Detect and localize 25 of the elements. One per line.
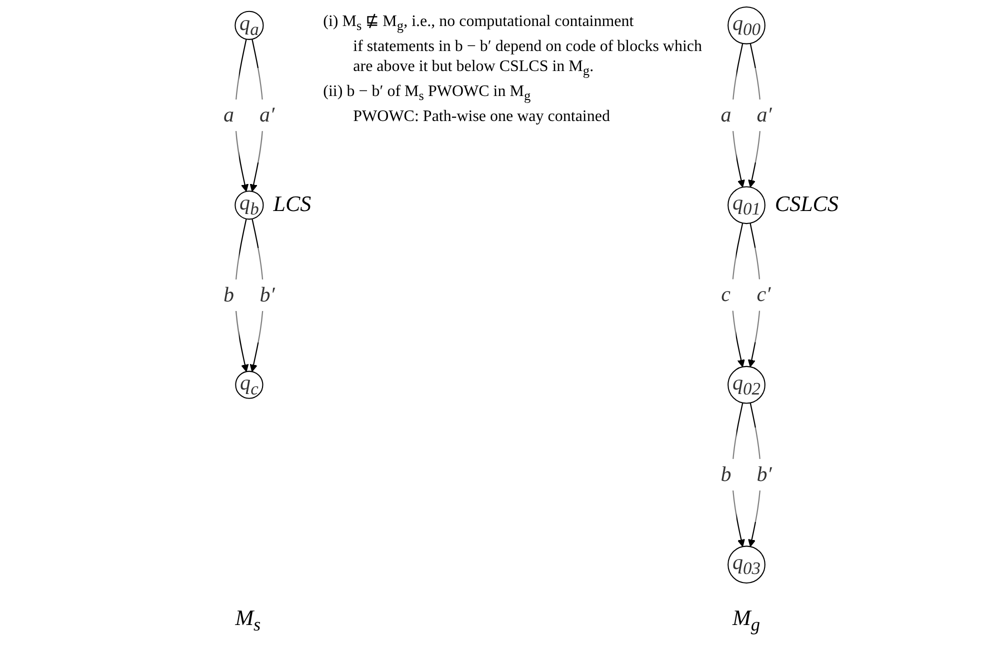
edge-label: c (721, 284, 730, 306)
node-caption: LCS (273, 191, 312, 218)
node-circle: q$_{a}$ (234, 10, 264, 40)
note-text: PWOWC: Path-wise one way contained (352, 106, 611, 127)
node-circle: q$_{00}$ (728, 6, 766, 44)
edge-label: b′ (756, 463, 772, 486)
edge-label: a′ (259, 104, 275, 127)
note-text: (ii) b − b′ of M$_{s}$ PWOWC in M$_{g}$ (323, 82, 532, 105)
edge-label: a (720, 104, 732, 127)
edge-label: a (224, 104, 234, 127)
node-circle: q$_{02}$ (728, 366, 766, 404)
node-circle: q$_{c}$ (235, 370, 264, 399)
machine-label: M$_{s}$ (235, 605, 261, 636)
edge-label: a′ (756, 104, 772, 127)
node-caption: CSLCS (774, 191, 838, 218)
node-circle: q$_{b}$ (234, 190, 264, 220)
node-circle: q$_{01}$ (728, 186, 766, 224)
note-text: (i) M$_{s}$ ⋢ M$_{g}$, i.e., no computational containment (323, 12, 635, 35)
edge-label: b (224, 284, 234, 307)
note-text: if statements in b − b′ depend on code of blocks which are above it but below CSLCS in M$_{g}$. (352, 36, 704, 80)
machine-label: M$_{g}$ (732, 605, 760, 636)
node-circle: q$_{03}$ (728, 546, 766, 584)
edge-label: c′ (756, 284, 771, 306)
edge-label: b′ (260, 284, 275, 307)
edge-label: b (720, 463, 732, 486)
